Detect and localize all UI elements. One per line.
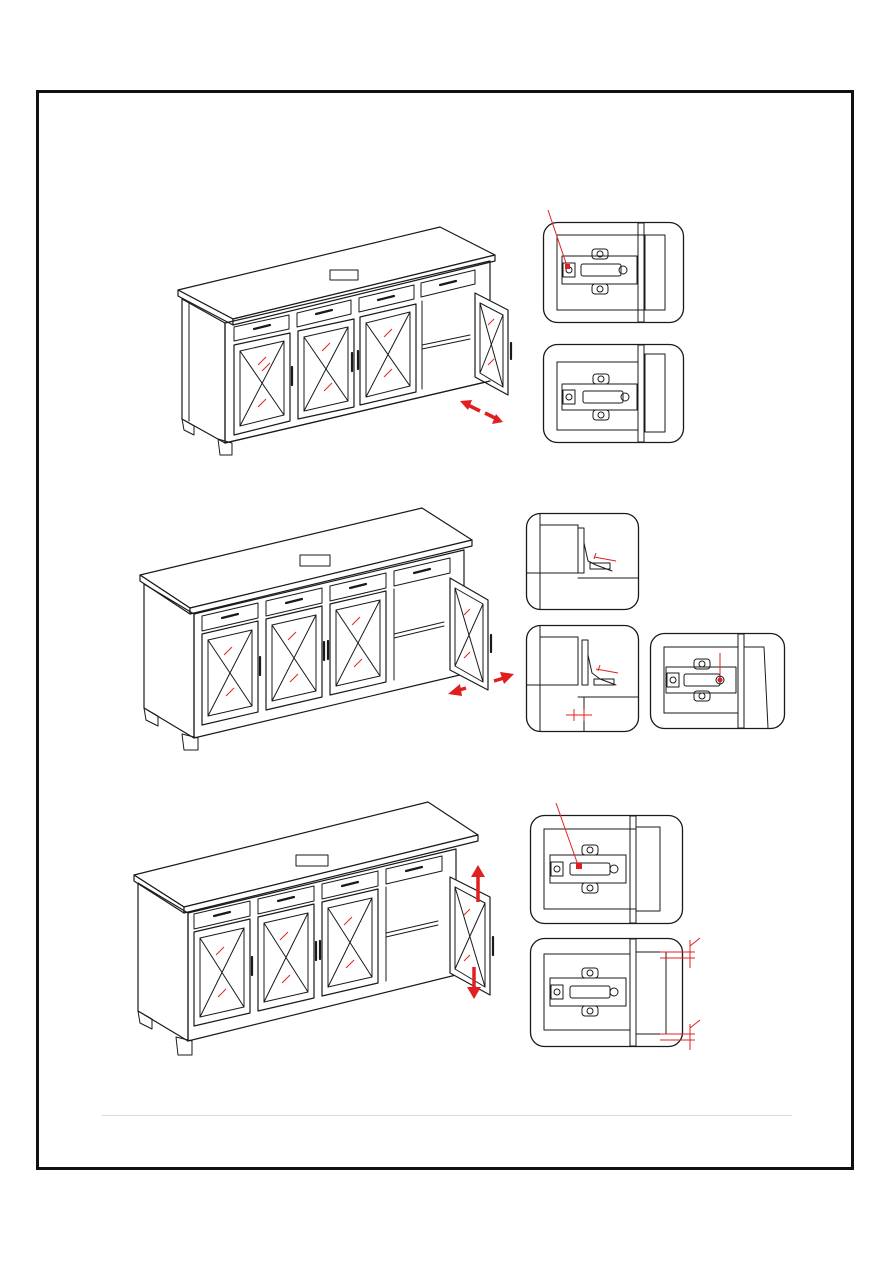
red-arrow-icon xyxy=(460,400,503,424)
hinge-detail-3a xyxy=(530,815,685,925)
cabinet-step-2 xyxy=(132,500,522,760)
cabinet-step-1 xyxy=(170,215,520,465)
hinge-detail-1a xyxy=(543,222,688,324)
footer-divider xyxy=(102,1115,792,1116)
hinge-detail-3b xyxy=(530,938,710,1050)
cabinet-step-3 xyxy=(128,797,508,1062)
hinge-detail-1b xyxy=(543,344,688,446)
hinge-detail-2a xyxy=(526,513,641,611)
hinge-detail-2b xyxy=(526,625,641,733)
hinge-detail-2c xyxy=(650,633,788,731)
